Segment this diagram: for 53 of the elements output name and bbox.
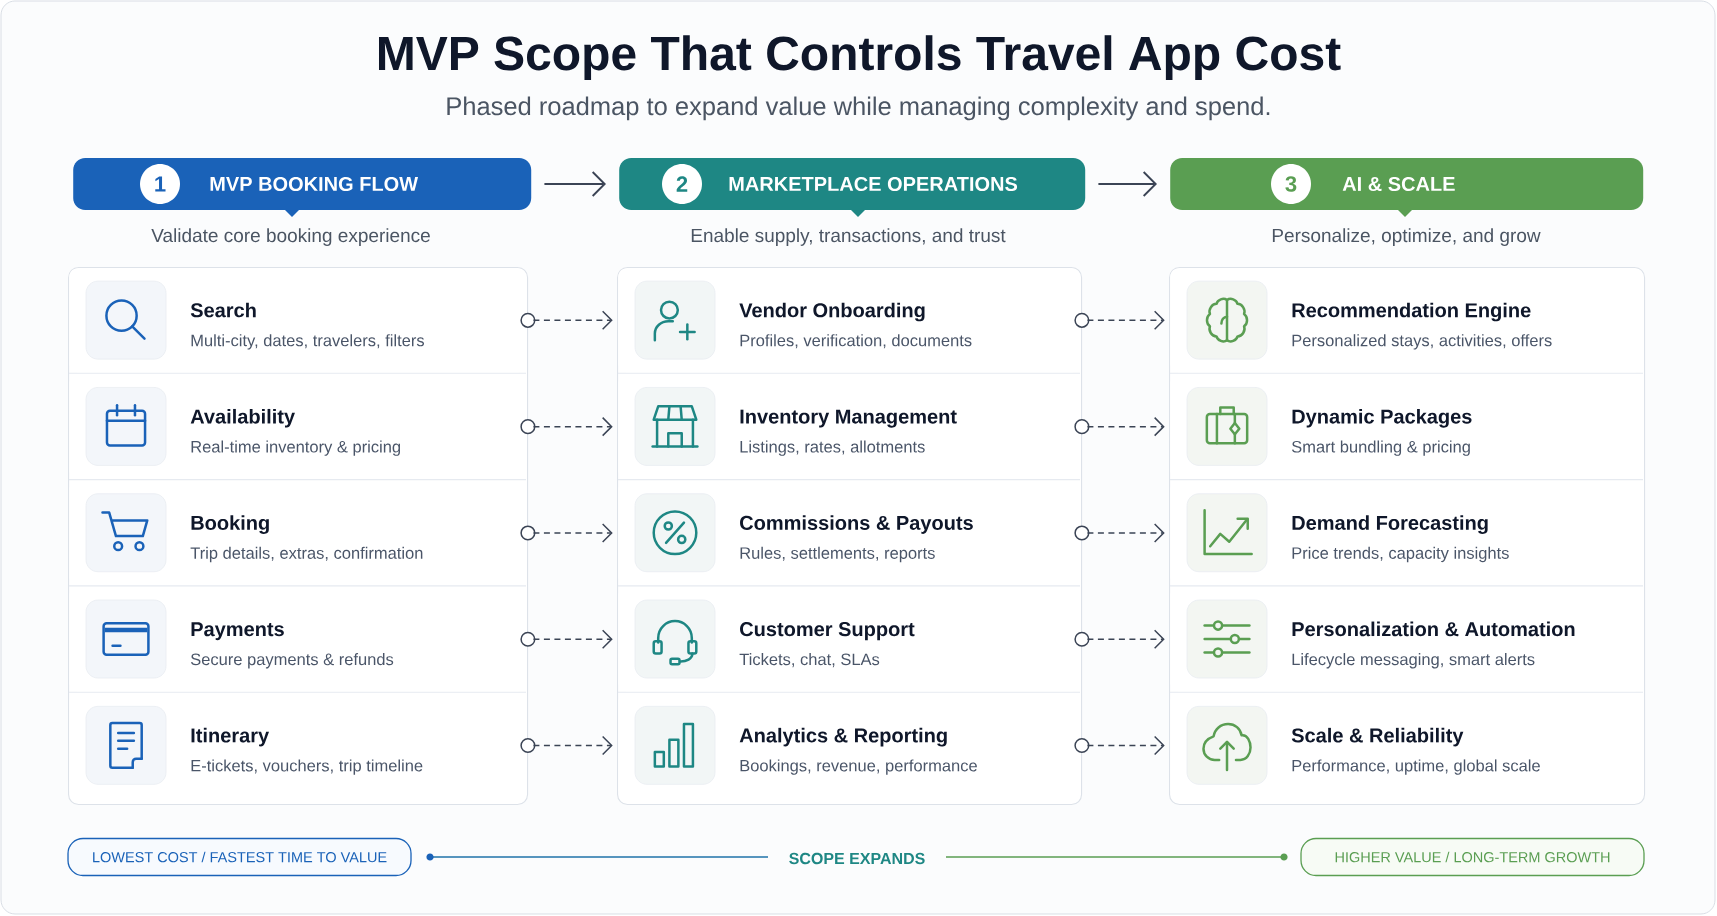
feature-description: Bookings, revenue, performance — [740, 759, 977, 775]
phase-caption: Validate core booking experience — [151, 228, 430, 246]
feature-description: Tickets, chat, SLAs — [739, 653, 880, 668]
feature-description: Multi-city, dates, travelers, filters — [191, 334, 424, 350]
dashed-arrow — [1086, 629, 1165, 649]
feature-title: Availability — [190, 408, 295, 428]
feature-description: Listings, rates, allotments — [740, 440, 925, 456]
dashed-arrow — [532, 523, 613, 543]
feature-title: Customer Support — [740, 622, 915, 641]
feature-description: Lifecycle messaging, smart alerts — [1292, 653, 1535, 669]
dashed-arrow — [1086, 416, 1165, 437]
feature-description: Trip details, extras, confirmation — [190, 546, 423, 563]
dashed-arrow — [1086, 523, 1165, 543]
feature-title: Analytics & Reporting — [739, 727, 947, 747]
feature-description: Rules, settlements, reports — [740, 546, 935, 563]
feature-description: Profiles, verification, documents — [740, 334, 972, 349]
arrow — [1097, 171, 1157, 197]
dashed-arrow — [532, 629, 613, 649]
dashed-arrow — [532, 310, 613, 331]
feature-description: Real-time inventory & pricing — [191, 440, 400, 456]
subtitle: Phased roadmap to expand value while managing complexity and spend. — [447, 96, 1270, 121]
feature-description: Smart bundling & pricing — [1291, 440, 1470, 456]
feature-title: Booking — [191, 515, 269, 534]
feature-description: Secure payments & refunds — [190, 653, 394, 669]
arrow — [543, 171, 606, 197]
feature-description: E-tickets, vouchers, trip timeline — [191, 759, 423, 775]
pill-tag: HIGHER VALUE / LONG-TERM GROWTH — [1300, 837, 1645, 877]
dashed-arrow — [532, 416, 613, 437]
feature-description: Price trends, capacity insights — [1292, 546, 1509, 563]
dashed-arrow — [1086, 735, 1165, 756]
feature-title: Recommendation Engine — [1292, 302, 1531, 322]
feature-title: Search — [190, 302, 256, 318]
feature-title: Scale & Reliability — [1291, 727, 1464, 747]
number-badge: 2 — [662, 164, 702, 204]
number-badge: 1 — [140, 164, 180, 204]
feature-title: Dynamic Packages — [1292, 408, 1472, 428]
dashed-arrow — [532, 735, 613, 756]
feature-title: Payments — [191, 622, 284, 641]
feature-title: Inventory Management — [740, 409, 957, 428]
title: MVP Scope That Controls Travel App Cost — [379, 35, 1341, 80]
phase-caption: Enable supply, transactions, and trust — [691, 228, 1006, 246]
feature-title: Commissions & Payouts — [740, 515, 973, 534]
scale-label: SCOPE EXPANDS — [789, 852, 925, 865]
pill-tag: LOWEST COST / FASTEST TIME TO VALUE — [67, 837, 412, 877]
feature-title: Personalization & Automation — [1292, 621, 1575, 637]
feature-title: Demand Forecasting — [1292, 515, 1488, 534]
feature-description: Personalized stays, activities, offers — [1292, 334, 1552, 350]
feature-description: Performance, uptime, global scale — [1292, 759, 1540, 775]
feature-title: Itinerary — [191, 727, 269, 747]
feature-title: Vendor Onboarding — [739, 302, 925, 322]
number-badge: 3 — [1271, 164, 1311, 204]
phase-caption: Personalize, optimize, and grow — [1272, 228, 1541, 246]
dashed-arrow — [1086, 310, 1165, 331]
